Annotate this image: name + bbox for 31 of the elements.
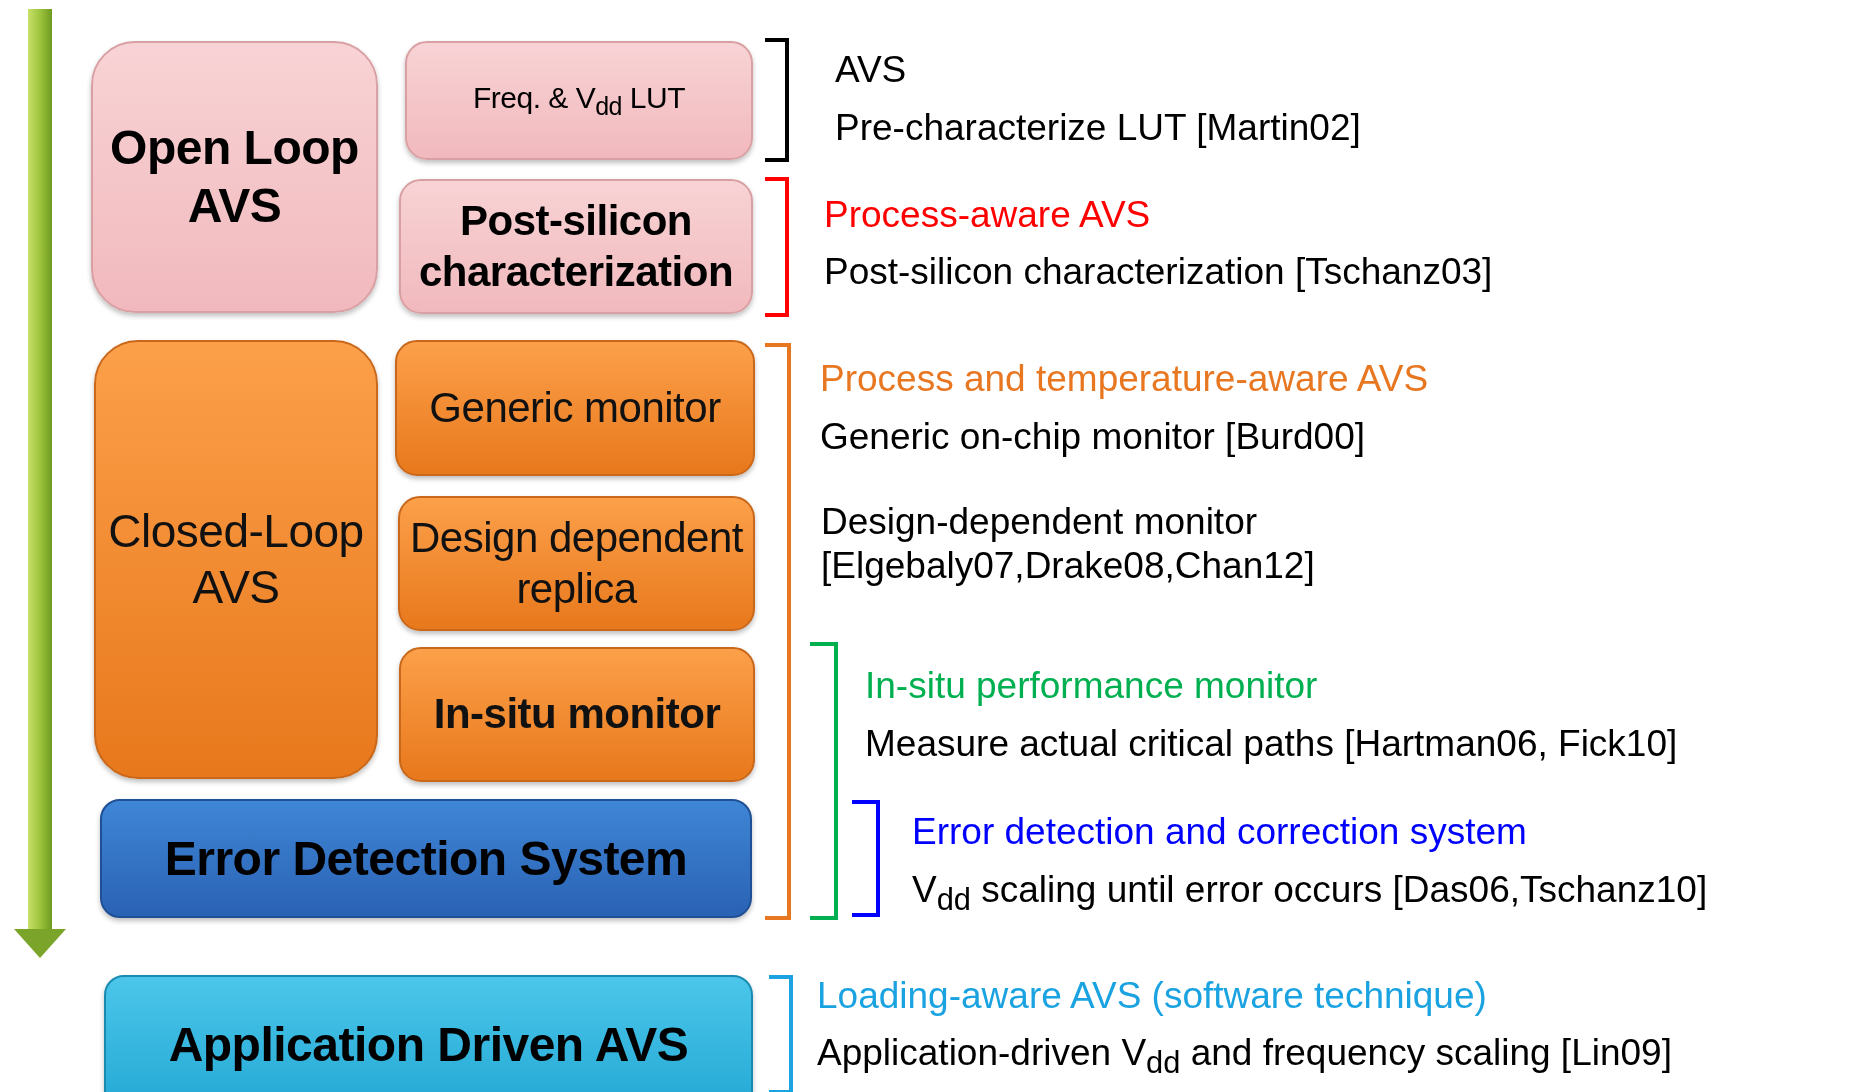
process-box bbox=[405, 41, 753, 160]
box-label: Error Detection System bbox=[163, 830, 689, 887]
annotation-text: AVS bbox=[835, 48, 907, 92]
annotation-text: Design-dependent monitor [Elgebaly07,Drake08,Chan12] bbox=[821, 500, 1316, 589]
box-label: Freq. & V$_{dd}$ LUT bbox=[471, 80, 686, 121]
annotation-text: V$_{dd}$ scaling until error occurs [Das06,Tschanz10] bbox=[912, 868, 1708, 920]
box-label: Closed-Loop AVS bbox=[107, 504, 365, 615]
box-label: Generic monitor bbox=[428, 382, 722, 433]
process-box bbox=[399, 179, 753, 314]
box-label: Post-silicon characterization bbox=[417, 196, 735, 297]
annotation-text: Measure actual critical paths [Hartman06, Fick10] bbox=[865, 722, 1678, 766]
annotation-text: Error detection and correction system bbox=[912, 810, 1527, 854]
process-box bbox=[395, 340, 755, 476]
annotation-text: Generic on-chip monitor [Burd00] bbox=[820, 415, 1365, 459]
process-box bbox=[398, 496, 755, 631]
box-label: Application Driven AVS bbox=[167, 1017, 690, 1074]
annotation-text: Pre-characterize LUT [Martin02] bbox=[835, 106, 1361, 150]
process-box bbox=[399, 647, 755, 782]
process-box bbox=[100, 799, 752, 918]
annotation-text: Post-silicon characterization [Tschanz03] bbox=[824, 250, 1493, 294]
box-label: In-situ monitor bbox=[432, 689, 722, 740]
box-label: Design dependent replica bbox=[409, 513, 744, 614]
annotation-text: Process and temperature-aware AVS bbox=[820, 357, 1429, 401]
process-box bbox=[91, 41, 378, 313]
annotation-text: Application-driven V$_{dd}$ and frequency scaling [Lin09] bbox=[817, 1031, 1672, 1083]
annotation-text: Loading-aware AVS (software technique) bbox=[817, 974, 1487, 1018]
process-box bbox=[104, 975, 753, 1092]
annotation-text: Process-aware AVS bbox=[824, 193, 1151, 237]
box-label: Open Loop AVS bbox=[109, 120, 360, 234]
annotation-text: In-situ performance monitor bbox=[865, 664, 1318, 708]
process-box bbox=[94, 340, 378, 779]
